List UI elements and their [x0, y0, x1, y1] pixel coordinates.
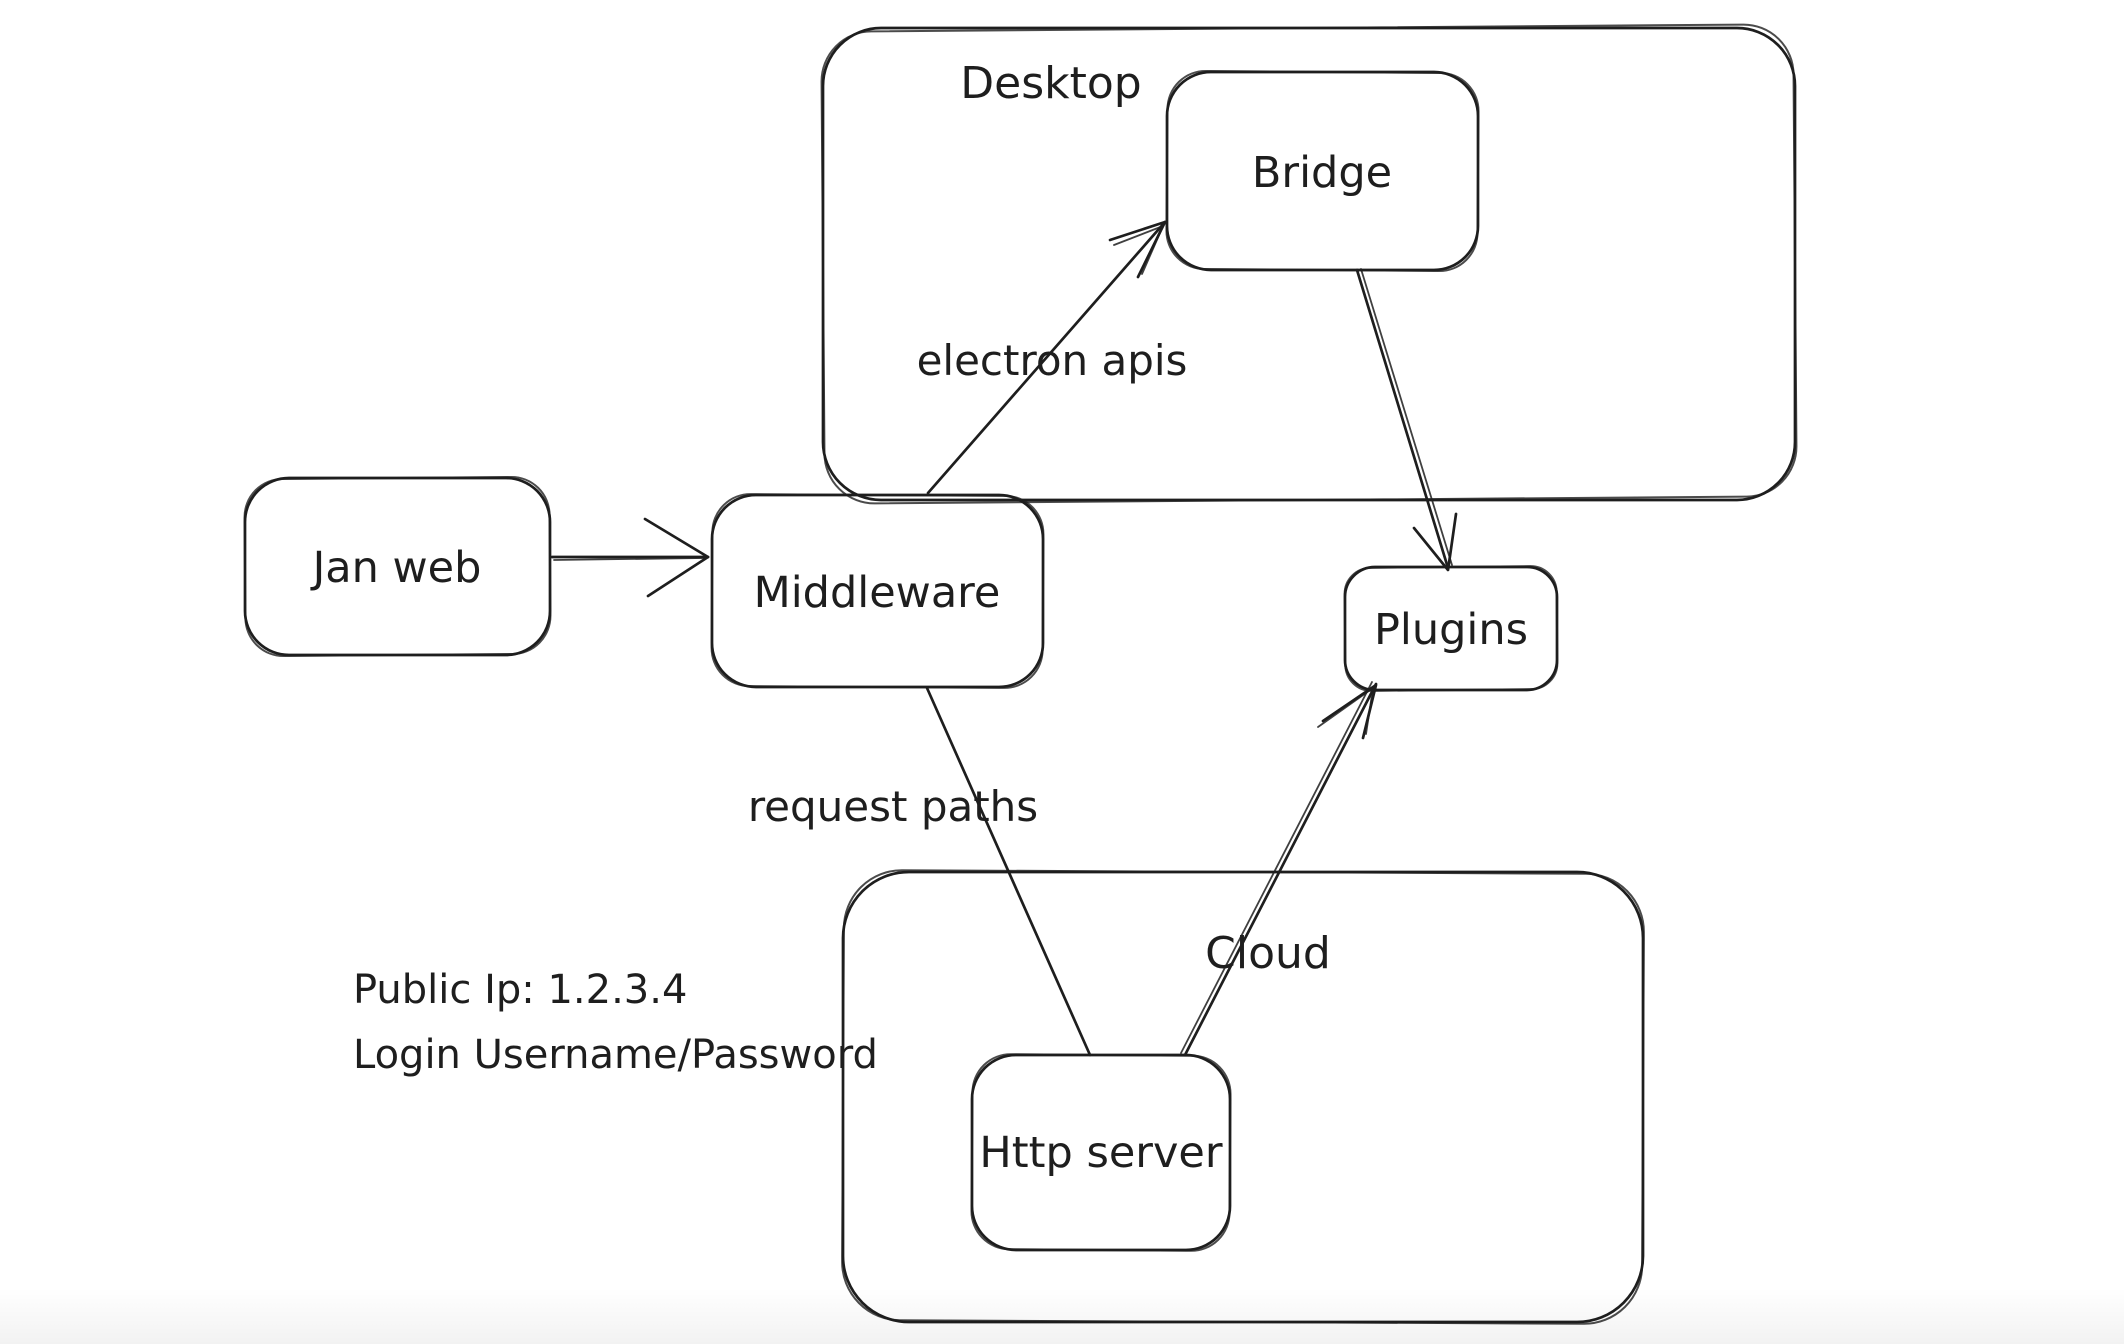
container-cloud-label: Cloud — [1205, 928, 1331, 979]
container-desktop-shape-sketch — [820, 23, 1798, 505]
annotation-line1: Public Ip: 1.2.3.4 — [353, 967, 687, 1013]
node-jan-web[interactable]: Jan web — [243, 476, 552, 657]
annotation-line2: Login Username/Password — [353, 1032, 878, 1078]
edge-http-server-to-plugins-line — [1183, 682, 1378, 1057]
container-desktop[interactable]: Desktop — [820, 23, 1798, 505]
node-http-server[interactable]: Http server — [970, 1053, 1232, 1252]
node-http-server-label: Http server — [979, 1128, 1222, 1178]
edge-jan-web-to-middleware-line-sketch — [553, 557, 705, 561]
node-jan-web-label: Jan web — [310, 543, 482, 593]
container-cloud[interactable]: Cloud — [841, 869, 1645, 1325]
edge-http-server-to-plugins-line-sketch — [1180, 681, 1373, 1054]
edge-middleware-to-http-server-line — [925, 686, 1092, 1057]
node-middleware[interactable]: Middleware — [710, 493, 1045, 689]
edge-middleware-to-bridge-label: electron apis — [917, 336, 1188, 385]
edge-bridge-to-plugins-line-sketch — [1360, 268, 1453, 566]
container-desktop-label: Desktop — [960, 58, 1141, 109]
edge-middleware-to-http-server-label: request paths — [748, 782, 1038, 831]
edge-bridge-to-plugins-line — [1355, 268, 1450, 570]
edge-middleware-to-bridge-line — [926, 220, 1167, 495]
edge-middleware-to-bridge[interactable]: electron apis — [917, 220, 1188, 495]
node-bridge-label: Bridge — [1252, 148, 1392, 198]
edge-bridge-to-plugins-arrowhead — [1412, 512, 1458, 572]
node-middleware-shape-sketch — [710, 493, 1045, 689]
node-plugins-label: Plugins — [1374, 605, 1528, 655]
annotation-public-ip[interactable]: Public Ip: 1.2.3.4 Login Username/Passwo… — [353, 967, 878, 1078]
edge-bridge-to-plugins[interactable] — [1355, 268, 1458, 572]
edge-middleware-to-bridge-arrowhead-sketch — [1113, 225, 1164, 275]
node-bridge[interactable]: Bridge — [1165, 69, 1480, 273]
node-http-server-shape-sketch — [970, 1053, 1232, 1252]
edge-http-server-to-plugins-arrowhead-sketch — [1317, 687, 1374, 735]
edge-jan-web-to-middleware-arrowhead — [643, 517, 710, 598]
edge-http-server-to-plugins-arrowhead — [1321, 683, 1378, 740]
edge-middleware-to-bridge-arrowhead — [1108, 220, 1167, 279]
node-plugins-shape-sketch — [1343, 565, 1559, 692]
node-plugins[interactable]: Plugins — [1343, 565, 1559, 692]
container-cloud-shape-sketch — [841, 869, 1645, 1325]
edge-middleware-to-http-server[interactable]: request paths — [748, 686, 1092, 1057]
node-middleware-label: Middleware — [754, 568, 1001, 618]
edge-http-server-to-plugins[interactable] — [1180, 681, 1378, 1057]
edge-jan-web-to-middleware[interactable] — [550, 517, 710, 598]
node-jan-web-shape-sketch — [243, 476, 552, 657]
node-bridge-shape-sketch — [1165, 69, 1480, 273]
